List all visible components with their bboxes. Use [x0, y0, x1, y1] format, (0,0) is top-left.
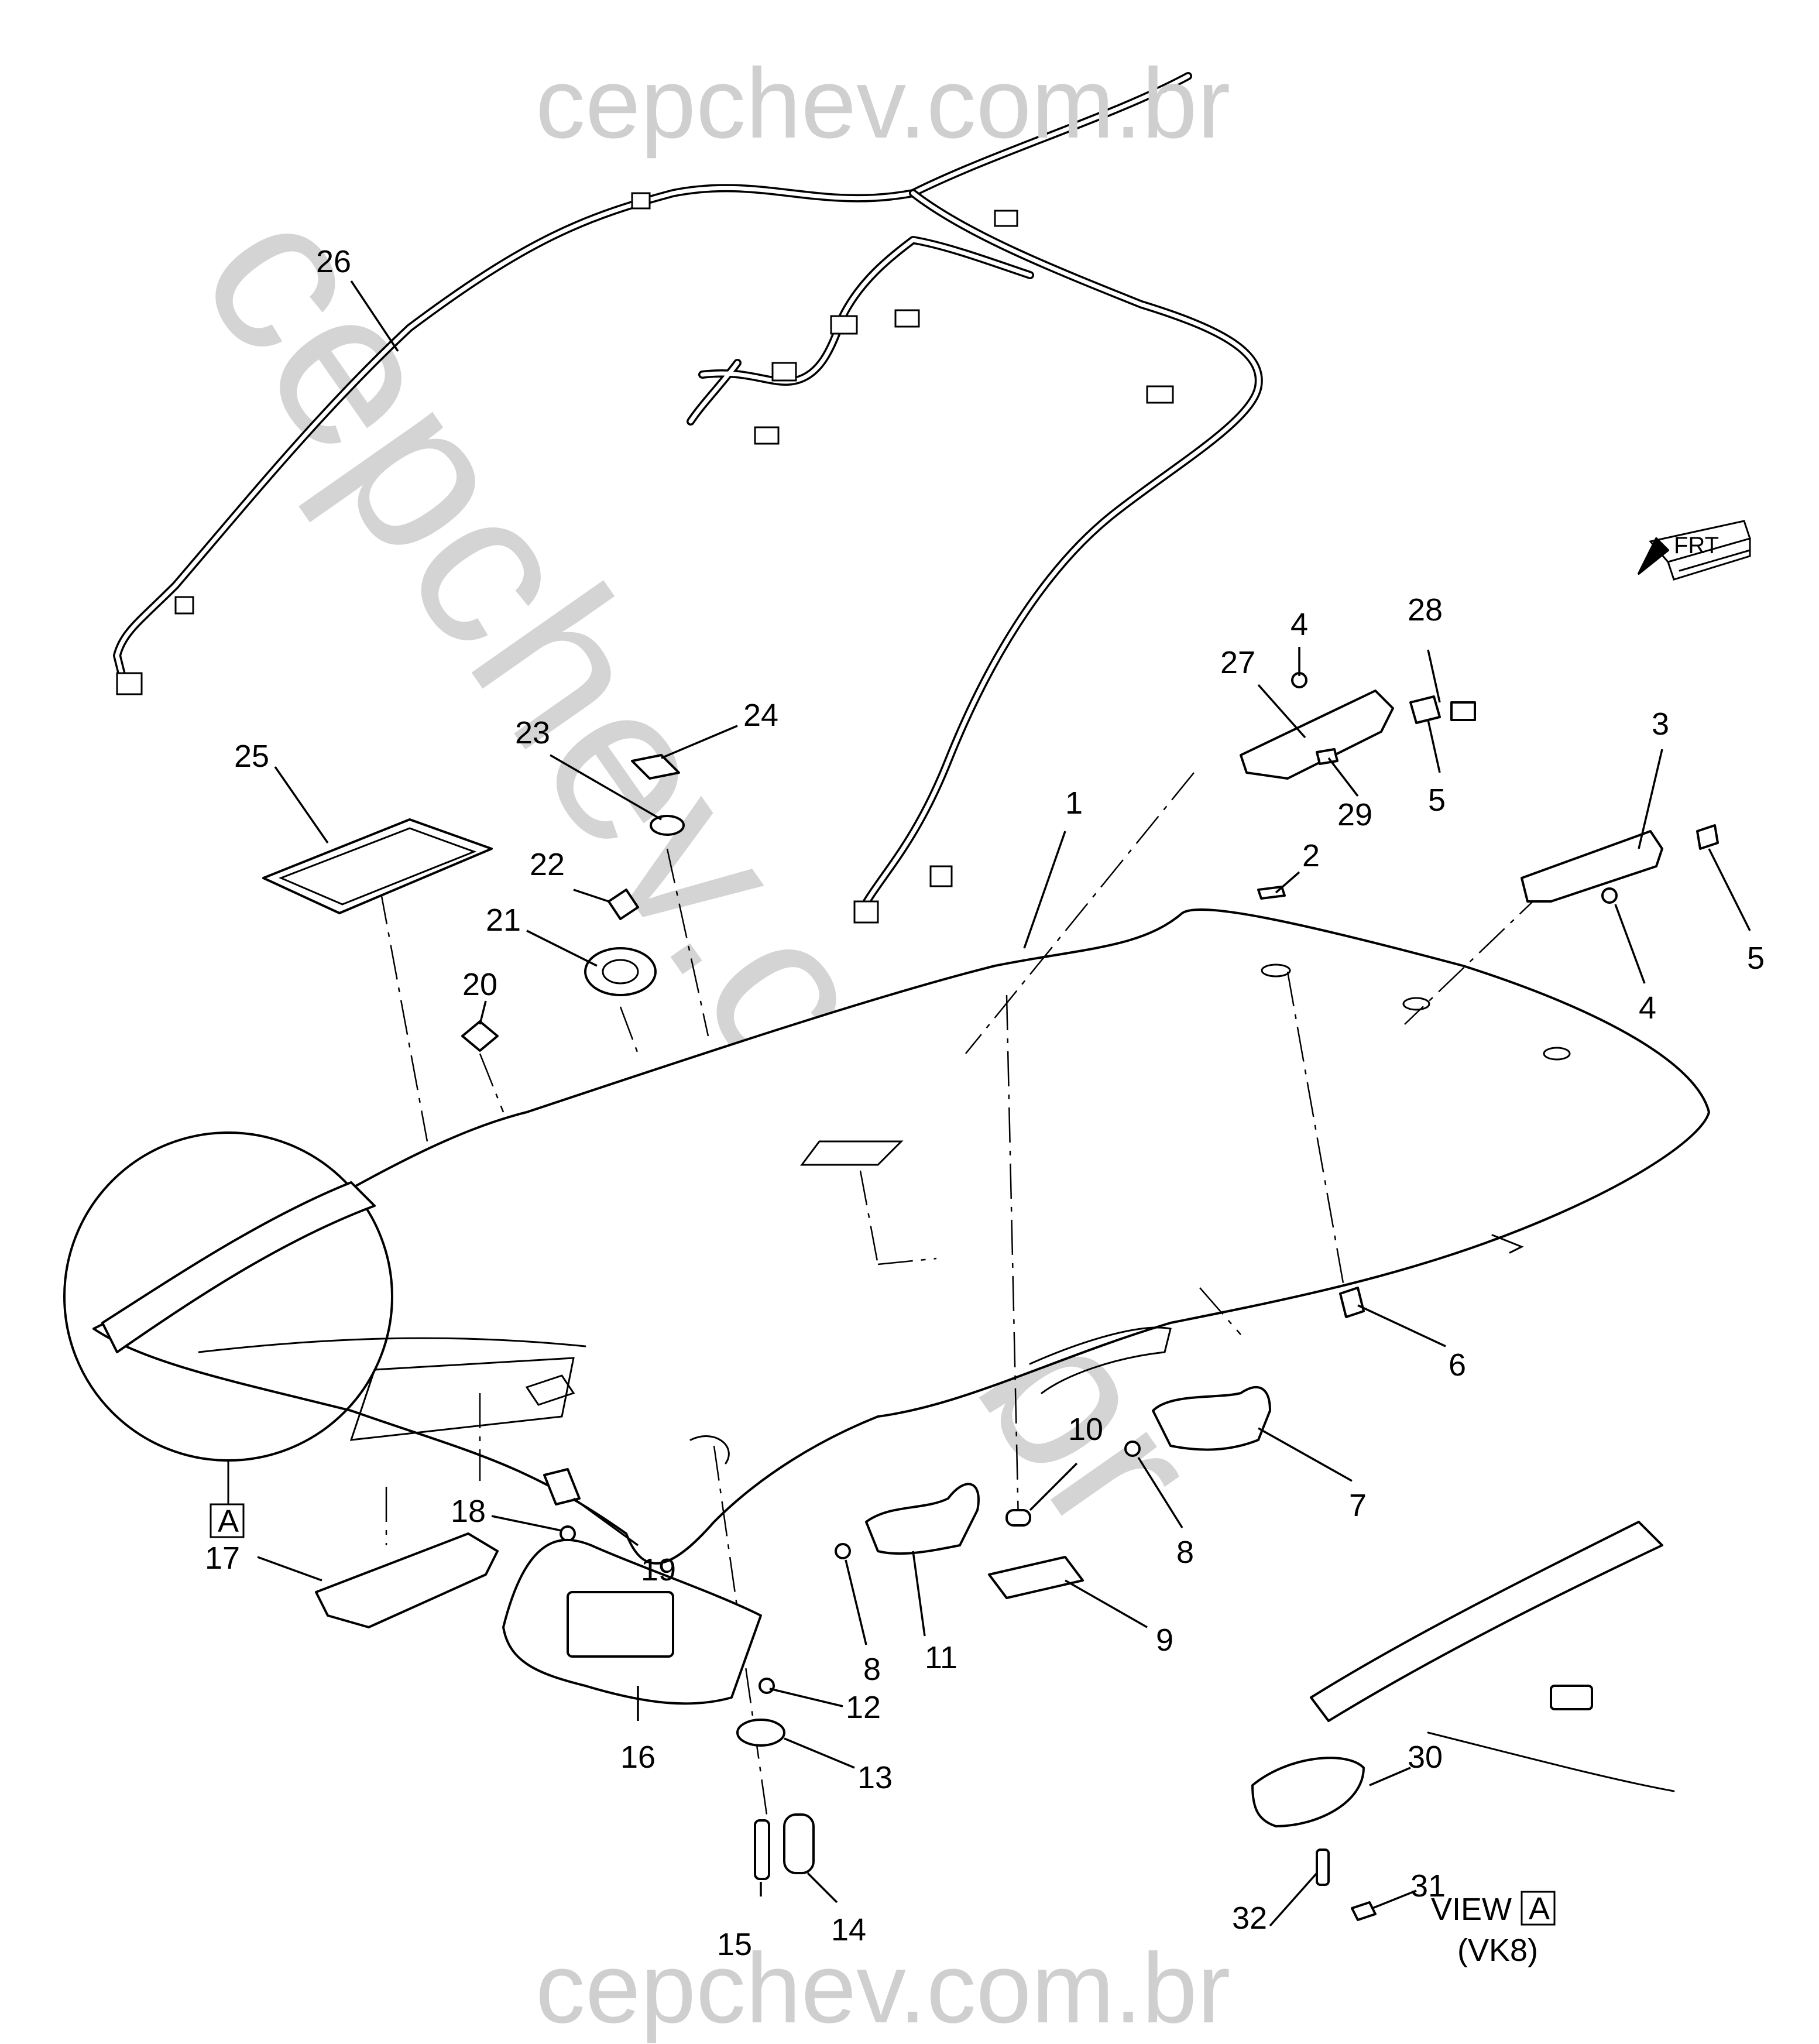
- callout-8-right: 8: [1176, 1535, 1194, 1570]
- callout-24: 24: [743, 698, 778, 733]
- part-7: [1152, 1386, 1271, 1451]
- part-13: [736, 1719, 785, 1747]
- part-20: [461, 1020, 499, 1052]
- part-12: [759, 1678, 775, 1694]
- callout-3: 3: [1652, 707, 1669, 742]
- part-22: [608, 889, 639, 920]
- callout-labels: 1 2 3 4 4 5 5 6 7 8 8 9 10 11 12 13 14 1…: [205, 244, 1765, 1962]
- front-arrow: FRT: [1638, 520, 1751, 581]
- part-9: [988, 1556, 1084, 1599]
- callout-12: 12: [846, 1690, 881, 1725]
- callout-15: 15: [717, 1927, 752, 1962]
- detail-circle-a: [63, 1131, 393, 1505]
- callout-21: 21: [486, 903, 521, 938]
- part-21: [584, 947, 657, 996]
- view-label-code: (VK8): [1457, 1933, 1538, 1968]
- part-32: [1316, 1848, 1330, 1886]
- callout-25: 25: [234, 739, 269, 774]
- callout-1: 1: [1065, 786, 1083, 821]
- watermark-bottom: cepchev.com.br: [536, 1933, 1230, 2044]
- view-a-label: VIEW A (VK8): [1431, 1891, 1556, 1968]
- callout-7: 7: [1349, 1488, 1367, 1523]
- part-8-left: [835, 1543, 851, 1559]
- callout-10: 10: [1068, 1412, 1103, 1447]
- callout-28: 28: [1408, 592, 1443, 627]
- callout-8-left: 8: [863, 1652, 881, 1687]
- callout-5-top: 5: [1428, 783, 1446, 818]
- part-15: [754, 1819, 770, 1880]
- callout-31: 31: [1410, 1868, 1446, 1904]
- part-5-right: [1696, 824, 1719, 850]
- part-11: [865, 1483, 980, 1555]
- part-30: [1251, 1757, 1365, 1827]
- part-14: [783, 1813, 815, 1874]
- part-6: [1339, 1287, 1365, 1318]
- front-arrow-text: FRT: [1674, 533, 1719, 558]
- part-18: [560, 1525, 576, 1542]
- part-23: [650, 815, 685, 836]
- part-27: [1240, 690, 1394, 780]
- callout-22: 22: [530, 847, 565, 882]
- leader-lines: [257, 280, 1751, 1927]
- headliner: [92, 908, 1710, 1565]
- callout-4-right: 4: [1639, 990, 1656, 1026]
- view-a-marker: A: [210, 1503, 245, 1539]
- callout-29: 29: [1337, 797, 1372, 832]
- callout-17: 17: [205, 1541, 240, 1576]
- view-label-letter: A: [1529, 1891, 1550, 1926]
- callout-4-top: 4: [1291, 607, 1308, 642]
- callout-30: 30: [1408, 1740, 1443, 1775]
- callout-26: 26: [316, 244, 351, 279]
- view-label-prefix: VIEW: [1431, 1892, 1512, 1927]
- callout-6: 6: [1449, 1347, 1466, 1383]
- part-10: [1005, 1509, 1031, 1527]
- callout-19: 19: [641, 1552, 676, 1587]
- callout-20: 20: [462, 967, 497, 1002]
- callout-23: 23: [515, 715, 550, 750]
- callout-27: 27: [1220, 645, 1255, 680]
- callout-5-right: 5: [1747, 941, 1765, 976]
- part-3: [1521, 830, 1663, 903]
- callout-16: 16: [620, 1740, 655, 1775]
- part-8-right: [1124, 1441, 1141, 1457]
- callout-13: 13: [857, 1760, 893, 1795]
- callout-18: 18: [451, 1494, 486, 1529]
- callout-11: 11: [925, 1640, 957, 1675]
- part-25: [262, 818, 493, 914]
- part-28: [1450, 701, 1476, 721]
- part-17: [315, 1532, 499, 1628]
- callout-9: 9: [1156, 1623, 1173, 1658]
- parts: [262, 672, 1719, 1921]
- callout-14: 14: [831, 1912, 866, 1947]
- part-19: [543, 1468, 581, 1505]
- view-a-marker-letter: A: [218, 1504, 239, 1539]
- part-4-right: [1601, 887, 1618, 904]
- callout-2: 2: [1302, 838, 1320, 873]
- callout-32: 32: [1232, 1901, 1267, 1936]
- watermark-top: cepchev.com.br: [536, 48, 1230, 159]
- part-24: [631, 754, 680, 780]
- part-31: [1351, 1901, 1377, 1921]
- part-5-top: [1409, 695, 1441, 724]
- part-29: [1316, 748, 1338, 765]
- view-a-trim: [1310, 1521, 1663, 1722]
- roof-wiring-harness: [113, 72, 1263, 924]
